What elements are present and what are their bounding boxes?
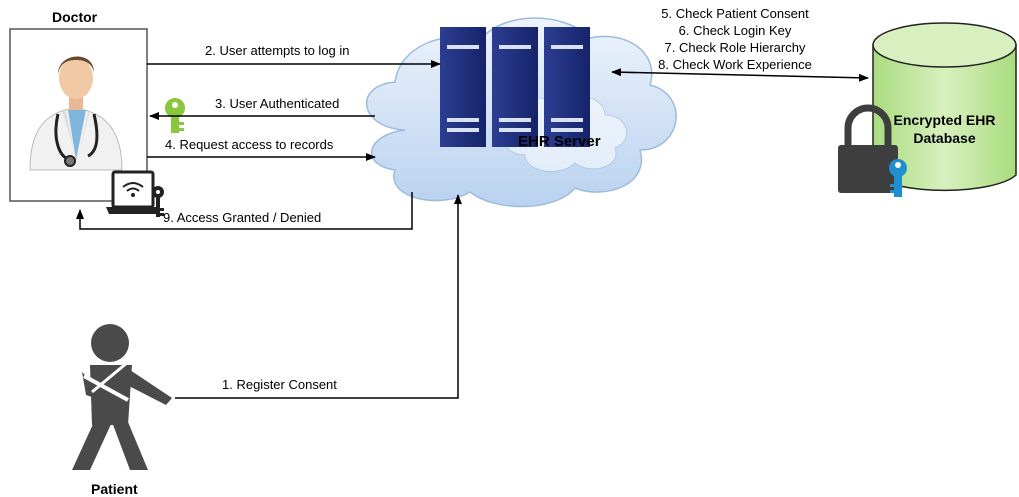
padlock-icon	[838, 104, 898, 193]
step-8-label: 8. Check Work Experience	[658, 57, 812, 72]
server-rack-icon	[440, 27, 590, 147]
step-7-label: 7. Check Role Hierarchy	[664, 40, 806, 55]
step-4-label: 4. Request access to records	[165, 137, 334, 152]
doctor-icon	[29, 56, 123, 171]
database-key-icon	[889, 159, 907, 197]
auth-key-icon	[165, 98, 185, 133]
step-2-label: 2. User attempts to log in	[205, 43, 350, 58]
doctor-title: Doctor	[52, 9, 98, 25]
step-1-label: 1. Register Consent	[222, 377, 337, 392]
database-label-line1: Encrypted EHR	[893, 112, 996, 128]
database-label-line2: Database	[913, 130, 976, 146]
laptop-key-icon	[152, 186, 164, 217]
arrow-server-database	[611, 68, 869, 82]
server-label: EHR Server	[518, 133, 601, 150]
flow-arrows	[76, 60, 869, 399]
step-3-label: 3. User Authenticated	[215, 96, 340, 111]
patient-icon	[72, 324, 172, 470]
step-5-label: 5. Check Patient Consent	[661, 6, 809, 21]
patient-title: Patient	[91, 481, 138, 497]
step-6-label: 6. Check Login Key	[678, 23, 792, 38]
step-9-label: 9. Access Granted / Denied	[163, 210, 322, 225]
arrow-register-consent	[175, 194, 462, 399]
laptop-icon	[106, 170, 160, 214]
arrow-access-result	[76, 192, 413, 230]
